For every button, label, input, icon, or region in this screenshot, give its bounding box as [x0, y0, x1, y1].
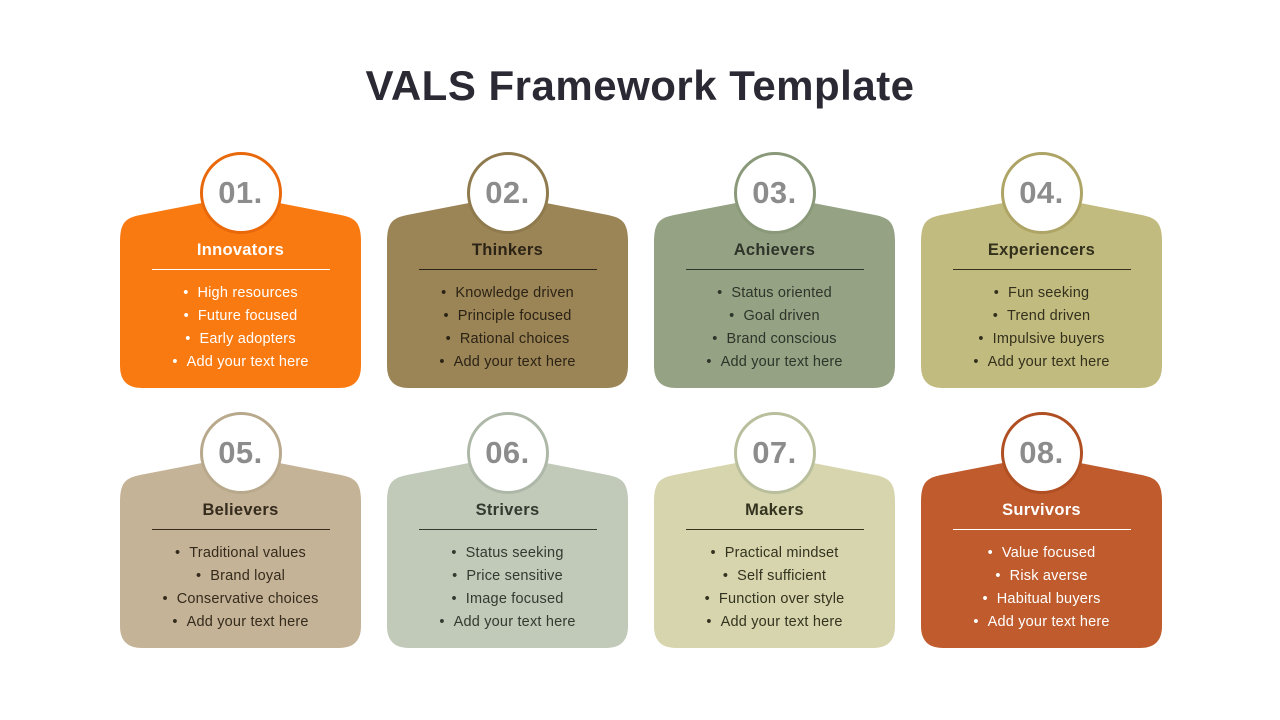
card-divider [418, 269, 597, 270]
bullet-item: Trend driven [921, 305, 1162, 328]
bullet-item: Price sensitive [387, 565, 628, 588]
bullet-item: Add your text here [120, 351, 361, 374]
number-badge: 01. [199, 152, 282, 234]
bullet-item: Brand loyal [120, 565, 361, 588]
bullet-item: Add your text here [120, 611, 361, 634]
bullet-list: Status seekingPrice sensitiveImage focus… [387, 542, 628, 634]
bullet-item: Add your text here [654, 611, 895, 634]
bullet-item: Add your text here [387, 611, 628, 634]
number-badge: 02. [466, 152, 549, 234]
card-title: Strivers [475, 501, 540, 519]
card-title: Thinkers [471, 241, 544, 259]
bullet-item: Self sufficient [654, 565, 895, 588]
card-divider [952, 269, 1131, 270]
card-content: Makers Practical mindsetSelf sufficientF… [654, 456, 895, 648]
card-number: 01. [218, 175, 263, 210]
bullet-item: Conservative choices [120, 588, 361, 611]
cards-grid: 01. Innovators High resourcesFuture focu… [120, 152, 1162, 648]
bullet-item: Practical mindset [654, 542, 895, 565]
bullet-item: Add your text here [921, 351, 1162, 374]
bullet-item: Brand conscious [654, 328, 895, 351]
card-content: Innovators High resourcesFuture focusedE… [120, 196, 361, 388]
bullet-item: Future focused [120, 305, 361, 328]
number-badge: 07. [733, 412, 816, 494]
card-content: Survivors Value focusedRisk averseHabitu… [921, 456, 1162, 648]
number-badge: 06. [466, 412, 549, 494]
vals-card: 02. Thinkers Knowledge drivenPrinciple f… [387, 152, 628, 388]
card-number: 02. [485, 175, 530, 210]
bullet-list: Practical mindsetSelf sufficientFunction… [654, 542, 895, 634]
card-divider [151, 269, 330, 270]
bullet-item: Rational choices [387, 328, 628, 351]
number-badge: 04. [1000, 152, 1083, 234]
bullet-item: Status oriented [654, 282, 895, 305]
card-content: Believers Traditional valuesBrand loyalC… [120, 456, 361, 648]
bullet-item: Image focused [387, 588, 628, 611]
card-content: Achievers Status orientedGoal drivenBran… [654, 196, 895, 388]
number-badge: 08. [1000, 412, 1083, 494]
card-title: Achievers [733, 241, 816, 259]
bullet-item: Early adopters [120, 328, 361, 351]
bullet-item: Risk averse [921, 565, 1162, 588]
bullet-item: Principle focused [387, 305, 628, 328]
vals-card: 08. Survivors Value focusedRisk averseHa… [921, 412, 1162, 648]
bullet-item: Add your text here [654, 351, 895, 374]
bullet-item: High resources [120, 282, 361, 305]
card-divider [418, 529, 597, 530]
card-title: Believers [202, 501, 279, 519]
card-number: 05. [218, 435, 263, 470]
number-badge: 03. [733, 152, 816, 234]
card-title: Experiencers [987, 241, 1096, 259]
card-number: 06. [485, 435, 530, 470]
card-content: Strivers Status seekingPrice sensitiveIm… [387, 456, 628, 648]
vals-card: 05. Believers Traditional valuesBrand lo… [120, 412, 361, 648]
card-shape: Strivers Status seekingPrice sensitiveIm… [387, 456, 628, 648]
card-shape: Survivors Value focusedRisk averseHabitu… [921, 456, 1162, 648]
card-shape: Innovators High resourcesFuture focusedE… [120, 196, 361, 388]
card-shape: Believers Traditional valuesBrand loyalC… [120, 456, 361, 648]
bullet-list: Status orientedGoal drivenBrand consciou… [654, 282, 895, 374]
card-content: Thinkers Knowledge drivenPrinciple focus… [387, 196, 628, 388]
card-shape: Achievers Status orientedGoal drivenBran… [654, 196, 895, 388]
card-shape: Experiencers Fun seekingTrend drivenImpu… [921, 196, 1162, 388]
bullet-list: Fun seekingTrend drivenImpulsive buyersA… [921, 282, 1162, 374]
card-divider [151, 529, 330, 530]
bullet-item: Status seeking [387, 542, 628, 565]
card-number: 07. [752, 435, 797, 470]
vals-card: 07. Makers Practical mindsetSelf suffici… [654, 412, 895, 648]
vals-card: 03. Achievers Status orientedGoal driven… [654, 152, 895, 388]
bullet-item: Habitual buyers [921, 588, 1162, 611]
vals-card: 01. Innovators High resourcesFuture focu… [120, 152, 361, 388]
card-divider [952, 529, 1131, 530]
bullet-list: High resourcesFuture focusedEarly adopte… [120, 282, 361, 374]
card-divider [685, 269, 864, 270]
bullet-item: Impulsive buyers [921, 328, 1162, 351]
card-shape: Makers Practical mindsetSelf sufficientF… [654, 456, 895, 648]
bullet-list: Traditional valuesBrand loyalConservativ… [120, 542, 361, 634]
number-badge: 05. [199, 412, 282, 494]
bullet-item: Goal driven [654, 305, 895, 328]
page-title: VALS Framework Template [365, 62, 915, 109]
bullet-list: Value focusedRisk averseHabitual buyersA… [921, 542, 1162, 634]
vals-card: 04. Experiencers Fun seekingTrend driven… [921, 152, 1162, 388]
card-title: Innovators [196, 241, 285, 259]
card-shape: Thinkers Knowledge drivenPrinciple focus… [387, 196, 628, 388]
bullet-item: Knowledge driven [387, 282, 628, 305]
bullet-item: Add your text here [387, 351, 628, 374]
bullet-item: Function over style [654, 588, 895, 611]
card-number: 08. [1019, 435, 1064, 470]
card-divider [685, 529, 864, 530]
vals-card: 06. Strivers Status seekingPrice sensiti… [387, 412, 628, 648]
bullet-item: Fun seeking [921, 282, 1162, 305]
card-content: Experiencers Fun seekingTrend drivenImpu… [921, 196, 1162, 388]
card-number: 03. [752, 175, 797, 210]
card-number: 04. [1019, 175, 1064, 210]
card-title: Survivors [1002, 501, 1081, 519]
bullet-item: Traditional values [120, 542, 361, 565]
bullet-list: Knowledge drivenPrinciple focusedRationa… [387, 282, 628, 374]
card-title: Makers [745, 501, 804, 519]
bullet-item: Add your text here [921, 611, 1162, 634]
bullet-item: Value focused [921, 542, 1162, 565]
